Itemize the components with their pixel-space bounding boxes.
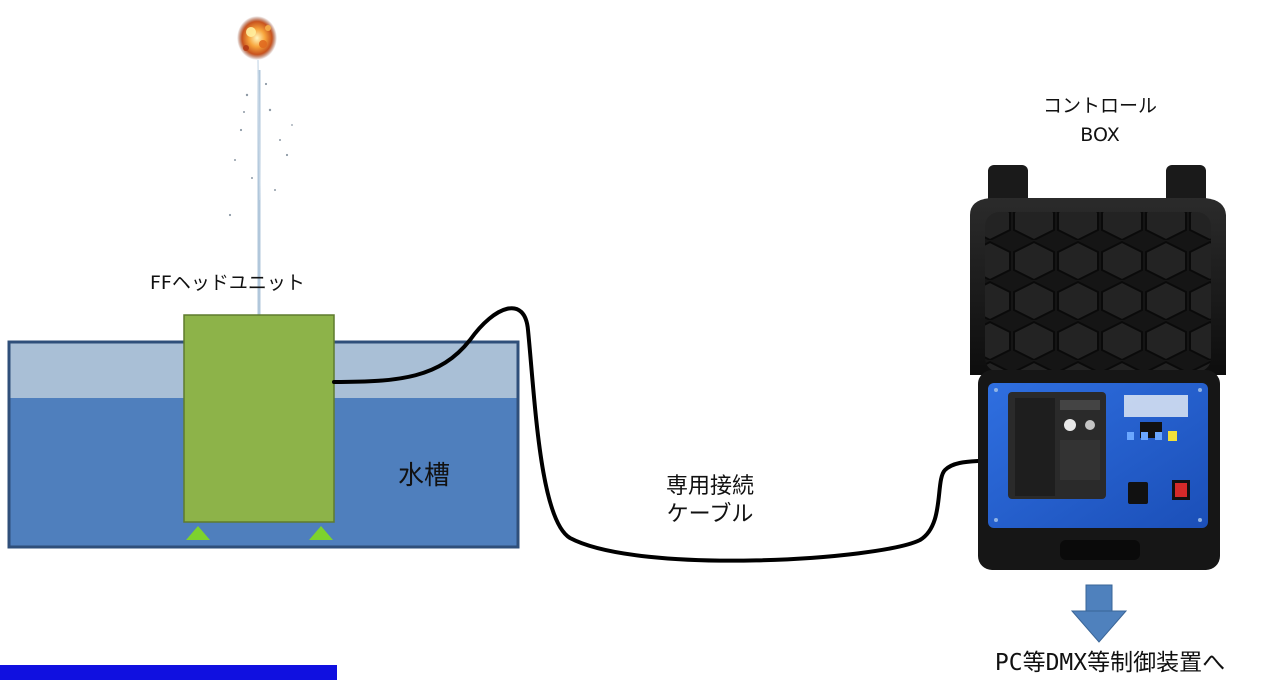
cable-label-line2: ケーブル <box>666 501 754 527</box>
panel-button-2 <box>1141 432 1148 440</box>
down-arrow-icon <box>1070 584 1128 643</box>
cable-label-line1: 専用接続 <box>665 474 754 499</box>
control-box <box>970 165 1226 570</box>
panel-button-yellow <box>1168 431 1177 441</box>
control-box-label-line1: コントロール <box>1042 95 1157 117</box>
output-label: PC等DMX等制御装置へ <box>994 650 1226 676</box>
case-handle <box>1060 540 1140 560</box>
head-unit-body <box>183 314 335 523</box>
inverter-dial <box>1064 419 1076 431</box>
head-unit-label: FFヘッドユニット <box>150 272 305 294</box>
dedicated-cable <box>332 306 992 563</box>
panel-info-label <box>1124 395 1188 417</box>
ff-head-unit <box>183 314 335 540</box>
support-foot-left <box>186 526 210 540</box>
panel-button-3 <box>1155 432 1162 440</box>
case-foam <box>985 212 1211 372</box>
support-foot-right <box>309 526 333 540</box>
tank-label: 水槽 <box>398 461 451 491</box>
cable-label: 専用接続 ケーブル <box>640 473 780 528</box>
control-box-label: コントロール BOX <box>1030 92 1170 149</box>
water-spray-droplets <box>228 82 293 217</box>
power-inlet <box>1128 482 1148 504</box>
bottom-bar <box>0 665 337 680</box>
water-jet <box>228 59 293 317</box>
firework-burst <box>237 16 277 60</box>
control-box-label-line2: BOX <box>1080 123 1120 146</box>
panel-button-1 <box>1127 432 1134 440</box>
